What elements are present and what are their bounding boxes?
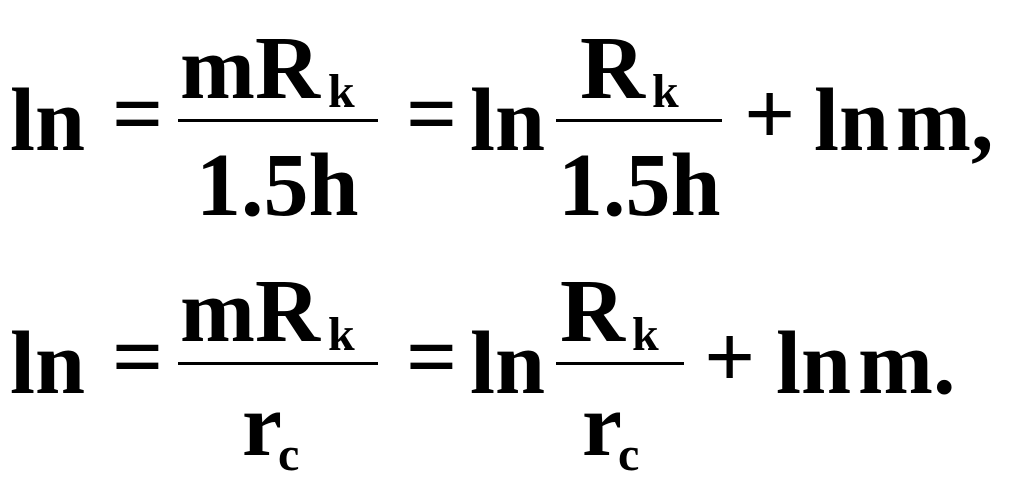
numerator-subscript: k (328, 65, 355, 118)
fraction-denominator: 1.5h (196, 136, 359, 235)
ln-function: ln (776, 314, 852, 413)
fraction-bar (556, 119, 722, 122)
equals-sign: = (406, 308, 458, 407)
fraction-bar (178, 362, 378, 365)
ln-lhs: ln (10, 314, 86, 413)
numerator-subscript: k (652, 65, 679, 118)
ln-function: ln (814, 71, 890, 170)
fraction-numerator: R (560, 262, 625, 361)
fraction-bar (178, 119, 378, 122)
equals-sign: = (112, 65, 164, 164)
equation-1: ln = mR k 1.5h = ln R k 1.5h + ln m, (0, 0, 1009, 240)
fraction-denominator: r (582, 376, 622, 475)
denominator-subscript: c (278, 428, 300, 481)
fraction-bar (556, 362, 684, 365)
numerator-subscript: k (328, 308, 355, 361)
fraction-denominator: r (242, 376, 282, 475)
variable-m: m, (896, 71, 994, 170)
denominator-subscript: c (618, 428, 640, 481)
fraction-denominator: 1.5h (558, 136, 721, 235)
fraction-numerator: mR (180, 19, 320, 118)
equals-sign: = (406, 65, 458, 164)
ln-function: ln (470, 314, 546, 413)
fraction-numerator: mR (180, 262, 320, 361)
ln-lhs: ln (10, 71, 86, 170)
plus-sign: + (744, 65, 796, 164)
plus-sign: + (704, 308, 756, 407)
fraction-numerator: R (580, 19, 645, 118)
variable-m: m. (858, 314, 956, 413)
equation-2: ln = mR k r c = ln R k r c + ln m. (0, 243, 1009, 483)
ln-function: ln (470, 71, 546, 170)
numerator-subscript: k (632, 308, 659, 361)
equals-sign: = (112, 308, 164, 407)
